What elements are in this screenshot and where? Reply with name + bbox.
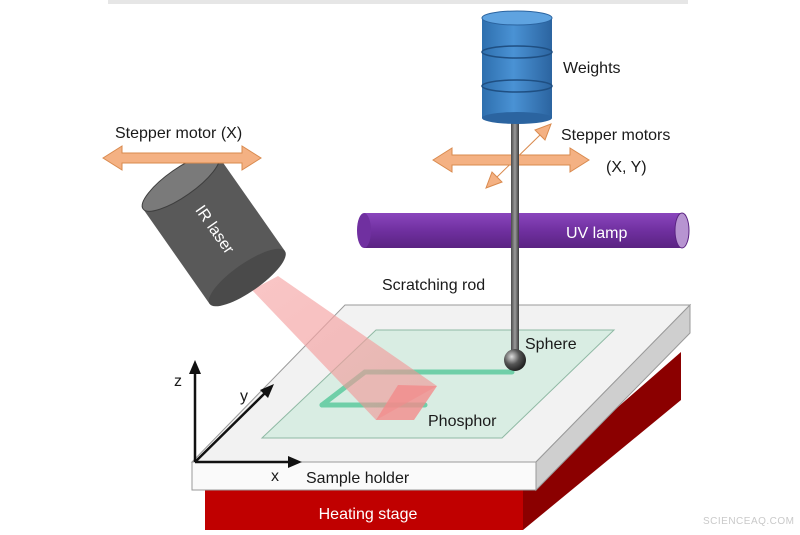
heating-stage-label: Heating stage bbox=[319, 506, 418, 523]
laser-spot bbox=[376, 385, 437, 420]
uv-lamp bbox=[357, 212, 690, 249]
coordinate-axes bbox=[189, 360, 302, 468]
top-crop-strip bbox=[108, 0, 688, 4]
scratching-rod bbox=[511, 118, 519, 364]
uv-lamp-label: UV lamp bbox=[566, 225, 627, 242]
weights bbox=[481, 10, 553, 124]
sample-holder-label: Sample holder bbox=[306, 470, 410, 487]
axis-x-label: x bbox=[271, 468, 279, 485]
phosphor-label: Phosphor bbox=[428, 413, 497, 430]
stepper-motor-x-arrow bbox=[102, 145, 262, 171]
watermark: SCIENCEAQ.COM bbox=[703, 516, 795, 527]
stepper-motors-label: Stepper motors bbox=[561, 127, 670, 144]
stepper-motors-axes-label: (X, Y) bbox=[606, 159, 647, 176]
axis-z-label: z bbox=[174, 373, 182, 390]
laser-beam bbox=[252, 276, 437, 420]
ir-laser: IR laser bbox=[141, 153, 286, 307]
sphere bbox=[504, 349, 526, 371]
heating-stage: Heating stage bbox=[205, 352, 681, 530]
sphere-label: Sphere bbox=[525, 336, 577, 353]
scratching-rod-label: Scratching rod bbox=[382, 277, 485, 294]
weights-label: Weights bbox=[563, 60, 621, 77]
axis-y-label: y bbox=[240, 388, 248, 405]
stepper-motor-x-label: Stepper motor (X) bbox=[115, 125, 242, 142]
